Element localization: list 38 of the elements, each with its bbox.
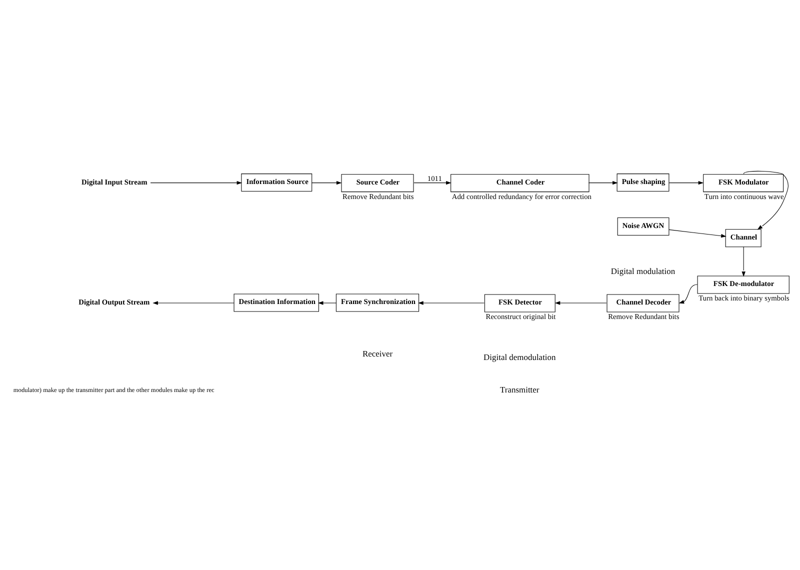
node-box: Destination Information	[234, 293, 319, 312]
node-box: Information Source	[241, 173, 312, 192]
node-box: Channel	[725, 228, 762, 247]
arrow	[743, 170, 788, 230]
node-box: Channel Decoder	[606, 294, 680, 312]
arrow	[418, 300, 484, 304]
node-text: Digital Input Stream	[82, 176, 148, 186]
arrow	[668, 180, 704, 184]
label: Transmitter	[500, 384, 540, 394]
arrow	[742, 246, 746, 276]
node-label: Turn back into binary symbols	[698, 292, 790, 302]
node-box: FSK De-modulator	[697, 275, 790, 294]
node-box: Channel Coder	[450, 174, 590, 192]
arrow	[554, 300, 607, 304]
arrow	[312, 180, 342, 184]
node-box: Source Coder	[341, 174, 414, 192]
node-box: FSK Detector	[484, 294, 556, 312]
arrow	[150, 180, 242, 184]
arrow	[152, 300, 234, 304]
edge-label: 1011	[427, 173, 442, 182]
arrow	[414, 180, 452, 184]
node-label: Add controlled redundancy for error correction	[452, 191, 592, 200]
arrow	[318, 300, 336, 304]
node-box: FSK Modulator	[703, 174, 784, 192]
label: Digital demodulation	[484, 352, 556, 362]
arrow	[678, 284, 698, 304]
node-box: Pulse shaping	[616, 173, 670, 192]
arrow	[668, 228, 726, 238]
label: Digital modulation	[610, 265, 676, 276]
arrow	[588, 180, 618, 184]
node-label: Remove Redundant bits	[342, 191, 414, 200]
node-box: Noise AWGN	[617, 217, 670, 235]
node-label: Remove Redundant bits	[608, 311, 680, 320]
node-label: Reconstruct original bit	[486, 311, 556, 320]
node-text: Digital Output Stream	[78, 296, 150, 306]
label: Receiver	[362, 348, 393, 358]
node-box: Frame Synchronization	[336, 293, 420, 312]
node-label: Turn into continuous wave	[704, 191, 784, 200]
